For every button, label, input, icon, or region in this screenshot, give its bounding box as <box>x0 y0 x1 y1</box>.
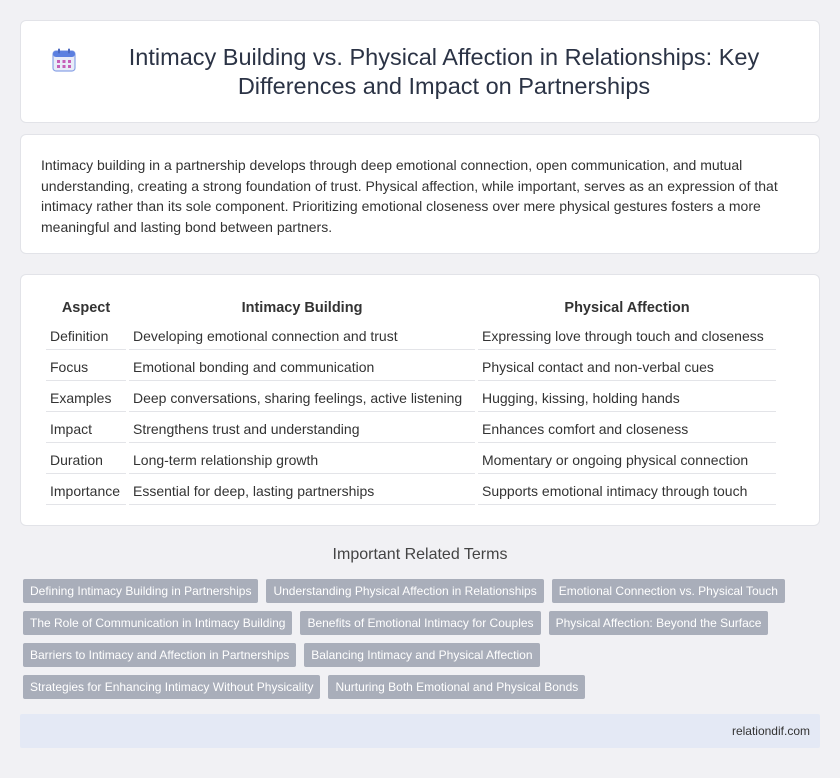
table-cell: Hugging, kissing, holding hands <box>478 384 776 412</box>
comparison-table-card: Aspect Intimacy Building Physical Affect… <box>20 274 820 526</box>
related-term-link[interactable]: Strategies for Enhancing Intimacy Withou… <box>23 675 321 699</box>
comparison-table: Aspect Intimacy Building Physical Affect… <box>43 294 779 508</box>
intro-card: Intimacy building in a partnership devel… <box>20 134 820 254</box>
table-cell: Supports emotional intimacy through touc… <box>478 477 776 505</box>
column-header-intimacy-building: Intimacy Building <box>241 300 363 316</box>
table-cell: Examples <box>46 384 126 412</box>
table-row: Impact Strengthens trust and understandi… <box>46 415 776 443</box>
related-term-link[interactable]: Physical Affection: Beyond the Surface <box>548 611 769 635</box>
table-row: Duration Long-term relationship growth M… <box>46 446 776 474</box>
table-cell: Developing emotional connection and trus… <box>129 322 475 350</box>
table-cell: Definition <box>46 322 126 350</box>
table-cell: Expressing love through touch and closen… <box>478 322 776 350</box>
table-row: Examples Deep conversations, sharing fee… <box>46 384 776 412</box>
related-terms-list: Defining Intimacy Building in Partnershi… <box>23 579 823 699</box>
table-cell: Momentary or ongoing physical connection <box>478 446 776 474</box>
related-term-link[interactable]: Benefits of Emotional Intimacy for Coupl… <box>300 611 541 635</box>
related-term-link[interactable]: Defining Intimacy Building in Partnershi… <box>23 579 259 603</box>
header-card: Intimacy Building vs. Physical Affection… <box>20 20 820 123</box>
column-header-aspect: Aspect <box>61 300 111 316</box>
calendar-icon <box>52 48 76 72</box>
table-cell: Importance <box>46 477 126 505</box>
table-header-row: Aspect Intimacy Building Physical Affect… <box>46 297 776 319</box>
footer-site-link[interactable]: relationdif.com <box>731 724 810 738</box>
related-terms-title: Important Related Terms <box>332 546 508 563</box>
table-row: Definition Developing emotional connecti… <box>46 322 776 350</box>
table-cell: Enhances comfort and closeness <box>478 415 776 443</box>
table-cell: Focus <box>46 353 126 381</box>
related-term-link[interactable]: Balancing Intimacy and Physical Affectio… <box>304 643 540 667</box>
table-cell: Essential for deep, lasting partnerships <box>129 477 475 505</box>
table-cell: Physical contact and non-verbal cues <box>478 353 776 381</box>
table-row: Importance Essential for deep, lasting p… <box>46 477 776 505</box>
page-title: Intimacy Building vs. Physical Affection… <box>128 44 760 99</box>
table-cell: Impact <box>46 415 126 443</box>
related-term-link[interactable]: Understanding Physical Affection in Rela… <box>266 579 544 603</box>
related-term-link[interactable]: The Role of Communication in Intimacy Bu… <box>23 611 293 635</box>
related-term-link[interactable]: Emotional Connection vs. Physical Touch <box>551 579 785 603</box>
table-cell: Emotional bonding and communication <box>129 353 475 381</box>
related-term-link[interactable]: Barriers to Intimacy and Affection in Pa… <box>23 643 297 667</box>
table-row: Focus Emotional bonding and communicatio… <box>46 353 776 381</box>
table-cell: Strengthens trust and understanding <box>129 415 475 443</box>
intro-paragraph: Intimacy building in a partnership devel… <box>41 157 778 235</box>
table-cell: Long-term relationship growth <box>129 446 475 474</box>
related-term-link[interactable]: Nurturing Both Emotional and Physical Bo… <box>328 675 586 699</box>
column-header-physical-affection: Physical Affection <box>564 300 690 316</box>
table-cell: Duration <box>46 446 126 474</box>
footer: relationdif.com <box>20 714 820 748</box>
table-cell: Deep conversations, sharing feelings, ac… <box>129 384 475 412</box>
